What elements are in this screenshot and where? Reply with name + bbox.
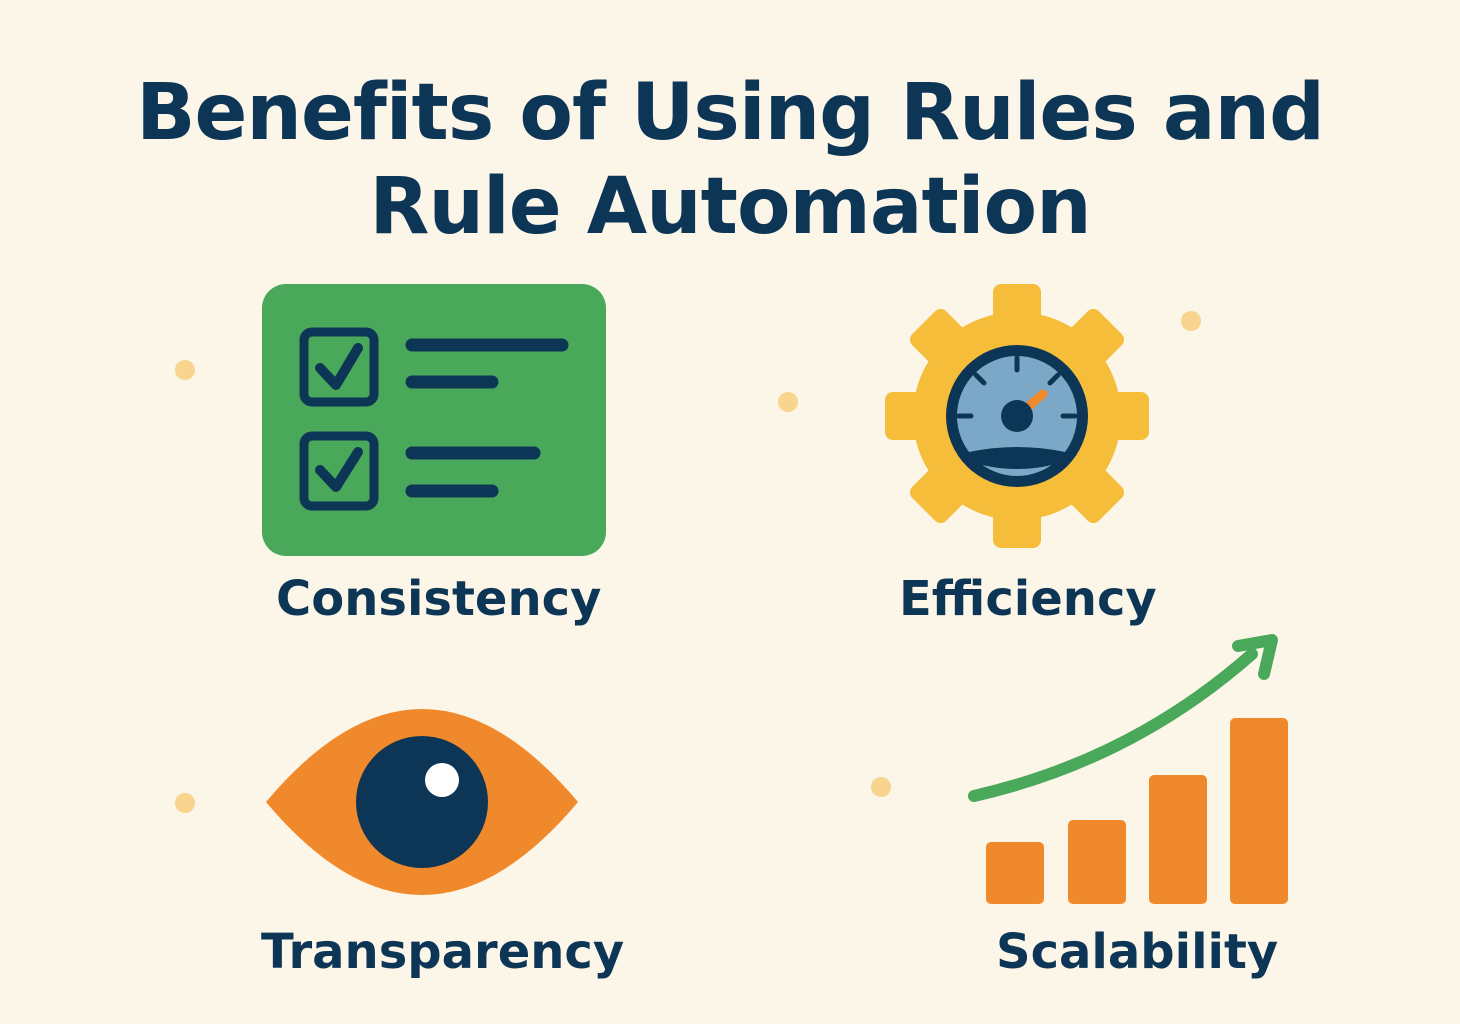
benefit-label-scalability: Scalability: [996, 924, 1279, 980]
eye-icon: [264, 708, 580, 896]
benefit-label-efficiency: Efficiency: [899, 571, 1157, 627]
decorative-dot: [175, 793, 195, 813]
page-title: Benefits of Using Rules and Rule Automat…: [130, 66, 1330, 254]
decorative-dot: [778, 392, 798, 412]
page-title-line-1: Benefits of Using Rules and: [136, 68, 1325, 158]
page-title-line-2: Rule Automation: [369, 162, 1091, 252]
benefit-label-transparency: Transparency: [261, 924, 625, 980]
gear-speedometer-icon: [885, 284, 1149, 548]
decorative-dot: [1181, 311, 1201, 331]
decorative-dot: [175, 360, 195, 380]
benefit-label-consistency: Consistency: [276, 571, 602, 627]
checklist-icon: [262, 284, 606, 556]
growth-bar-chart-icon: [962, 632, 1296, 908]
decorative-dot: [871, 777, 891, 797]
